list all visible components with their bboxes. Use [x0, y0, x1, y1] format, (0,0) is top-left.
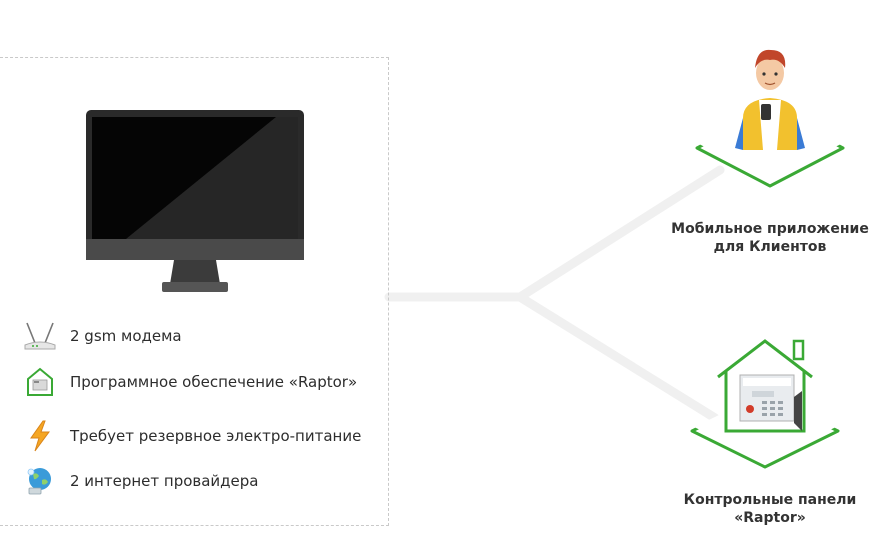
feature-item: 2 интернет провайдера [22, 463, 259, 499]
lightning-icon [22, 418, 58, 454]
control-panels-caption: Контрольные панели «Raptor» [650, 491, 890, 527]
mobile-app-caption: Мобильное приложение для Клиентов [650, 220, 890, 256]
feature-label: Требует резервное электро-питание [70, 427, 362, 445]
mobile-app-node [695, 49, 845, 188]
feature-label: 2 gsm модема [70, 327, 182, 345]
feature-item: Требует резервное электро-питание [22, 418, 361, 454]
person-with-phone-icon [735, 49, 805, 150]
control-panels-caption-line1: Контрольные панели [683, 492, 857, 508]
feature-item: 2 gsm модема [22, 318, 182, 354]
house-panel-icon [717, 339, 813, 433]
house-software-icon [22, 364, 58, 400]
server-box [0, 57, 389, 526]
control-panels-caption-line2: «Raptor» [734, 510, 806, 526]
mobile-app-caption-line2: для Клиентов [713, 239, 827, 255]
mobile-app-caption-line1: Мобильное приложение [671, 221, 869, 237]
feature-label: Программное обеспечение «Raptor» [70, 373, 358, 391]
feature-item: Программное обеспечение «Raptor» [22, 364, 357, 400]
control-panel-node [690, 339, 840, 469]
router-icon [22, 318, 58, 354]
feature-label: 2 интернет провайдера [70, 472, 259, 490]
globe-network-icon [22, 463, 58, 499]
monitor-icon [86, 110, 304, 292]
